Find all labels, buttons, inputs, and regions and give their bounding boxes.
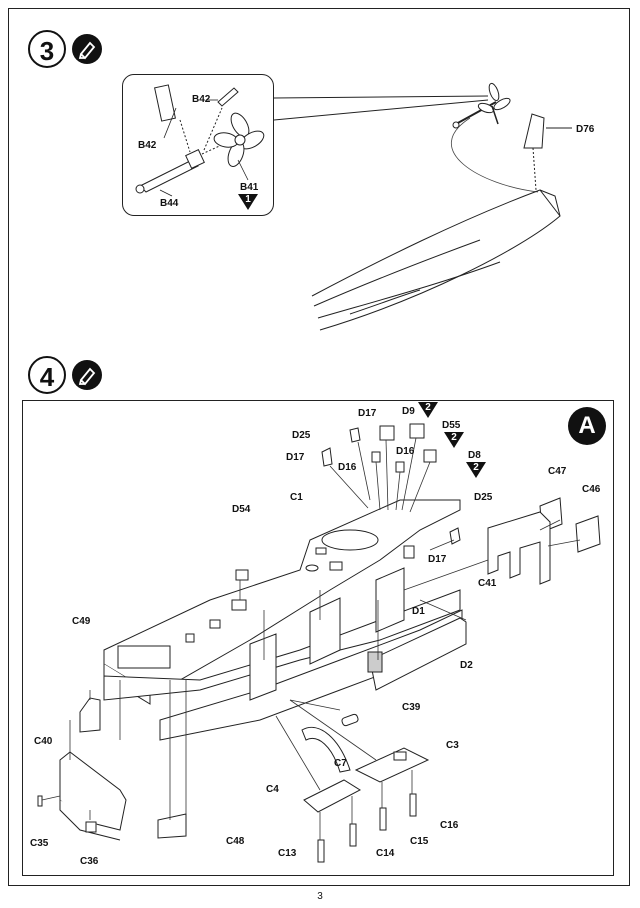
cement-icon xyxy=(72,34,102,64)
part-b42-small xyxy=(217,87,239,107)
label-d25b: D25 xyxy=(474,492,493,503)
part-d25a xyxy=(349,427,361,443)
label-d17b: D17 xyxy=(286,452,305,463)
label-c7: C7 xyxy=(334,758,347,769)
part-d16b xyxy=(395,461,405,473)
part-d9 xyxy=(379,425,395,441)
label-d76: D76 xyxy=(576,124,595,135)
label-c1: C1 xyxy=(290,492,303,503)
label-c47: C47 xyxy=(548,466,567,477)
label-d17c: D17 xyxy=(428,554,447,565)
part-d17a xyxy=(321,447,333,467)
part-d25b xyxy=(449,527,461,545)
part-c14 xyxy=(349,823,357,847)
label-c14: C14 xyxy=(376,848,395,859)
assembled-propeller xyxy=(452,82,511,129)
d9-marker: 2 xyxy=(425,402,431,413)
label-c41: C41 xyxy=(478,578,497,589)
label-d54: D54 xyxy=(232,504,251,515)
label-c16: C16 xyxy=(440,820,459,831)
page-frame xyxy=(8,8,630,886)
label-c48: C48 xyxy=(226,836,245,847)
part-c13 xyxy=(317,839,325,863)
label-c36: C36 xyxy=(80,856,99,867)
d55-marker: 2 xyxy=(451,432,457,443)
page-number: 3 xyxy=(317,891,323,902)
part-c4 xyxy=(303,779,362,813)
step-3-number: 3 xyxy=(28,30,66,68)
part-c35 xyxy=(37,795,43,807)
label-d25a: D25 xyxy=(292,430,311,441)
part-d16a xyxy=(371,451,381,463)
part-d1 xyxy=(375,567,405,633)
label-c49: C49 xyxy=(72,616,91,627)
hull-stern xyxy=(311,189,561,331)
label-d17a: D17 xyxy=(358,408,377,419)
part-d54 xyxy=(235,569,249,581)
part-b42-blade xyxy=(154,84,176,122)
d9-marker-triangle: 2 xyxy=(418,402,438,418)
d8-marker: 2 xyxy=(473,462,479,473)
label-b42-left: B42 xyxy=(138,140,157,151)
label-d16a: D16 xyxy=(338,462,357,473)
part-d2 xyxy=(369,617,467,691)
label-d1: D1 xyxy=(412,606,425,617)
label-d2: D2 xyxy=(460,660,473,671)
part-c3 xyxy=(354,747,430,783)
label-c40: C40 xyxy=(34,736,53,747)
part-c36 xyxy=(85,821,97,833)
part-d76-fin xyxy=(523,113,545,149)
d8-marker-triangle: 2 xyxy=(466,462,486,478)
part-c16 xyxy=(409,793,417,817)
label-c13: C13 xyxy=(278,848,297,859)
part-d17c xyxy=(403,545,415,559)
step-4-frame xyxy=(22,400,614,876)
part-d8 xyxy=(423,449,437,463)
part-c49 xyxy=(79,697,101,733)
label-d16b: D16 xyxy=(396,446,415,457)
step-4-number: 4 xyxy=(28,356,66,394)
label-c35: C35 xyxy=(30,838,49,849)
label-c3: C3 xyxy=(446,740,459,751)
part-b41-propeller xyxy=(213,112,265,167)
part-c46 xyxy=(575,515,601,553)
d55-marker-triangle: 2 xyxy=(444,432,464,448)
label-c46: C46 xyxy=(582,484,601,495)
subassembly-marker-a: A xyxy=(568,407,606,445)
label-c4: C4 xyxy=(266,784,279,795)
label-d9: D9 xyxy=(402,406,415,417)
part-c41 xyxy=(487,511,551,585)
label-d8: D8 xyxy=(468,450,481,461)
b41-marker: 1 xyxy=(245,194,251,205)
part-c7 xyxy=(301,727,351,773)
part-c48 xyxy=(157,813,187,839)
label-c15: C15 xyxy=(410,836,429,847)
label-d55: D55 xyxy=(442,420,461,431)
cement-icon xyxy=(72,360,102,390)
label-b41: B41 xyxy=(240,182,259,193)
part-d55 xyxy=(409,423,425,439)
part-c15 xyxy=(379,807,387,831)
label-b42-top: B42 xyxy=(192,94,211,105)
part-c39 xyxy=(341,713,359,727)
b41-marker-triangle: 1 xyxy=(238,194,258,210)
label-b44: B44 xyxy=(160,198,179,209)
label-c39: C39 xyxy=(402,702,421,713)
